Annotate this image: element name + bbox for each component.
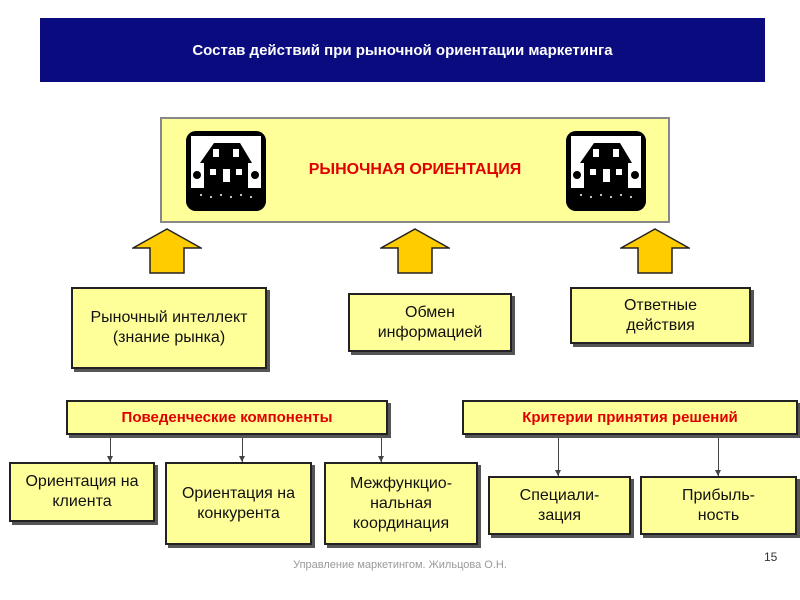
house-icon	[566, 131, 646, 211]
decision-criteria-header: Критерии принятия решений	[462, 400, 798, 435]
footer-text: Управление маркетингом. Жильцова О.Н.	[293, 559, 507, 571]
connector-arrow	[107, 438, 113, 462]
up-arrow-icon	[620, 228, 690, 274]
information-exchange-box: Обмен информацией	[348, 293, 512, 352]
market-orientation-title: РЫНОЧНАЯ ОРИЕНТАЦИЯ	[308, 161, 522, 178]
response-actions-box: Ответные действия	[570, 287, 751, 344]
connector-arrow	[555, 438, 561, 476]
competitor-orientation-box: Ориентация на конкурента	[165, 462, 312, 545]
specialization-box: Специали-зация	[488, 476, 631, 535]
profitability-box: Прибыль-ность	[640, 476, 797, 535]
interfunctional-coordination-box: Межфункцио-нальная координация	[324, 462, 478, 545]
behavior-components-header: Поведенческие компоненты	[66, 400, 388, 435]
connector-arrow	[378, 438, 384, 462]
customer-orientation-box: Ориентация на клиента	[9, 462, 155, 522]
connector-arrow	[715, 438, 721, 476]
up-arrow-icon	[380, 228, 450, 274]
connector-arrow	[239, 438, 245, 462]
page-number: 15	[764, 550, 778, 564]
market-intelligence-box: Рыночный интеллект (знание рынка)	[71, 287, 267, 369]
market-orientation-box: РЫНОЧНАЯ ОРИЕНТАЦИЯ	[160, 117, 670, 223]
house-icon	[186, 131, 266, 211]
slide-title: Состав действий при рыночной ориентации …	[40, 18, 765, 82]
up-arrow-icon	[132, 228, 202, 274]
